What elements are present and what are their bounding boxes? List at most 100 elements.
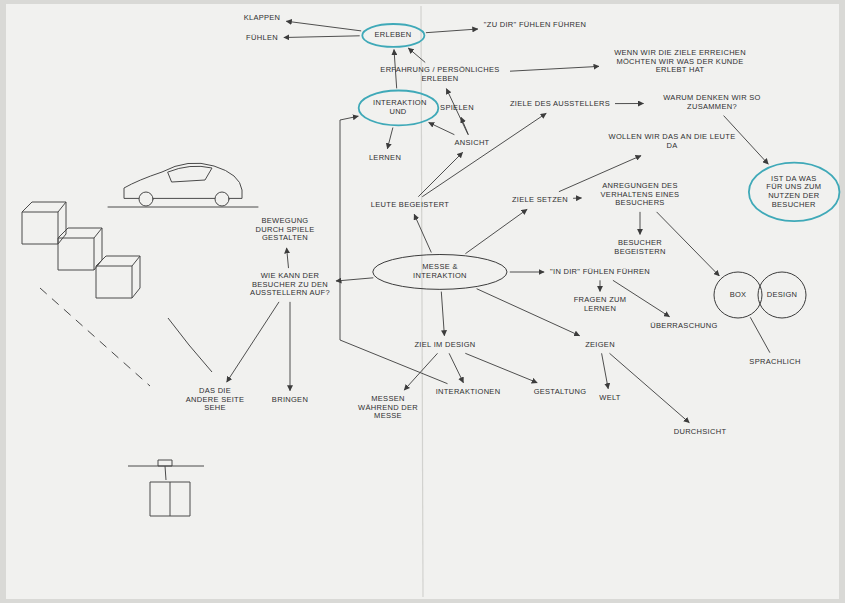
mindmap-arrow [227,302,279,382]
car-sketch [108,163,258,207]
text-stack: ERLEBEN [374,31,411,40]
node-text: LERNEN [369,154,401,163]
text-stack: ANSICHT [454,139,489,148]
highlight-ellipse: IST DA WAS FÜR UNS ZUM NUTZEN DER BESUCH… [747,160,841,224]
mindmap-arrow [336,278,373,281]
mindmap-note: ZIEL IM DESIGN [411,339,478,352]
highlight-ellipse: ERLEBEN [361,23,426,48]
node-text: IST DA WAS FÜR UNS ZUM NUTZEN DER BESUCH… [765,175,823,210]
mindmap-note: WOLLEN WIR DAS AN DIE LEUTE DA [599,131,745,152]
text-stack: IST DA WAS FÜR UNS ZUM NUTZEN DER BESUCH… [765,175,823,210]
text-stack: WIE KANN DER BESUCHER ZU DEN AUSSTELLERN… [250,272,330,298]
node-text: SPRACHLICH [749,358,800,367]
node-text: FRAGEN ZUM LERNEN [565,296,635,313]
mindmap-arrow [422,113,546,196]
node-text: GESTALTUNG [534,388,587,397]
mindmap-note: BRINGEN [269,394,311,407]
mindmap-note: ERFAHRUNG / PERSÖNLICHES ERLEBEN [372,64,508,85]
text-stack: BOX [730,291,747,300]
node-text: DURCHSICHT [674,428,727,437]
mindmap-arrow [610,353,690,422]
text-stack: FÜHLEN [246,34,278,43]
node-text: BOX [730,291,747,300]
mindmap-note: WELT [596,392,623,405]
mindmap-note: DURCHSICHT [671,426,730,439]
mindmap-note: MESSEN WÄHREND DER MESSE [350,393,426,423]
node-text: DESIGN [767,291,798,300]
node-text: MESSEN WÄHREND DER MESSE [353,395,423,421]
highlight-ellipse: INTERAKTION UND [357,89,440,127]
node-text: ZIELE DES AUSSTELLERS [510,100,610,109]
mindmap-note: WENN WIR DIE ZIELE ERREICHEN MÖCHTEN WIR… [602,47,758,77]
text-stack: WARUM DENKEN WIR SO ZUSAMMEN? [650,94,775,111]
mindmap-note: "IN DIR" FÜHLEN FÜHREN [547,266,653,279]
mindmap-arrow [510,66,599,71]
text-stack: WENN WIR DIE ZIELE ERREICHEN MÖCHTEN WIR… [605,49,755,75]
mindmap-arrow [465,209,527,253]
text-stack: BRINGEN [272,396,308,405]
text-stack: "ZU DIR" FÜHLEN FÜHREN [484,21,586,30]
node-text: ZEIGEN [585,341,615,350]
text-stack: MESSE & INTERAKTION [395,263,485,280]
node-text: DAS DIE ANDERE SEITE SEHE [185,387,245,413]
text-stack: "IN DIR" FÜHLEN FÜHREN [550,268,650,277]
central-oval: MESSE & INTERAKTION [370,253,510,291]
mindmap-note: ANSICHT [451,137,492,150]
mindmap-note: WIE KANN DER BESUCHER ZU DEN AUSSTELLERN… [247,270,333,300]
mindmap-arrow [600,280,601,291]
text-stack: MESSEN WÄHREND DER MESSE [353,395,423,421]
text-stack: ÜBERRASCHUNG [650,322,717,331]
node-text: ERFAHRUNG / PERSÖNLICHES ERLEBEN [375,66,505,83]
node-text: ERLEBEN [374,31,411,40]
node-text: WOLLEN WIR DAS AN DIE LEUTE DA [602,133,742,150]
node-text: WELT [599,394,620,403]
text-stack: FRAGEN ZUM LERNEN [565,296,635,313]
mindmap-note: INTERAKTIONEN [433,386,504,399]
mindmap-note: FÜHLEN [243,32,281,45]
node-text: WARUM DENKEN WIR SO ZUSAMMEN? [650,94,775,111]
text-stack: BEWEGUNG DURCH SPIELE GESTALTEN [250,217,320,243]
mindmap-note: ZIELE DES AUSSTELLERS [507,98,613,111]
text-stack: ZEIGEN [585,341,615,350]
text-stack: ERFAHRUNG / PERSÖNLICHES ERLEBEN [375,66,505,83]
node-text: ZIEL IM DESIGN [414,341,475,350]
node-text: BESUCHER BEGEISTERN [600,239,680,256]
mindmap-note: ÜBERRASCHUNG [647,320,720,333]
node-text: INTERAKTION UND [373,99,423,116]
mindmap-note: DAS DIE ANDERE SEITE SEHE [182,385,248,415]
mindmap-arrow [465,353,537,382]
text-stack: LERNEN [369,154,401,163]
text-stack: DESIGN [767,291,798,300]
node-text: ANSICHT [454,139,489,148]
mindmap-note: WARUM DENKEN WIR SO ZUSAMMEN? [647,92,778,113]
mindmap-note: SPRACHLICH [746,356,803,369]
text-stack: KLAPPEN [244,14,281,23]
mindmap-arrow [429,123,455,135]
text-stack: WELT [599,394,620,403]
text-stack: ZIEL IM DESIGN [414,341,475,350]
mindmap-arrow [408,48,425,62]
mindmap-note: BESUCHER BEGEISTERN [597,237,683,258]
node-text: INTERAKTIONEN [436,388,501,397]
text-stack: GESTALTUNG [534,388,587,397]
mindmap-arrow [414,214,431,252]
text-stack: DAS DIE ANDERE SEITE SEHE [185,387,245,413]
mindmap-note: SPIELEN [437,102,477,115]
mindmap-arrow [404,353,437,390]
mindmap-note: ZEIGEN [582,339,618,352]
mindmap-note: LERNEN [366,152,404,165]
mindmap-arrow [284,36,360,38]
mindmap-note: LEUTE BEGEISTERT [368,199,452,212]
mindmap-arrow [640,212,641,235]
node-text: BRINGEN [272,396,308,405]
mindmap-note: ZIELE SETZEN [509,194,571,207]
text-stack: INTERAKTIONEN [436,388,501,397]
mindmap-arrow [477,289,580,336]
text-stack: ANREGUNGEN DES VERHALTENS EINES BESUCHER… [588,182,693,208]
venn-circle: BOX [713,270,763,320]
node-text: "ZU DIR" FÜHLEN FÜHREN [484,21,586,30]
node-text: SPIELEN [440,104,474,113]
mindmap-arrow [426,29,478,33]
node-text: ANREGUNGEN DES VERHALTENS EINES BESUCHER… [588,182,693,208]
